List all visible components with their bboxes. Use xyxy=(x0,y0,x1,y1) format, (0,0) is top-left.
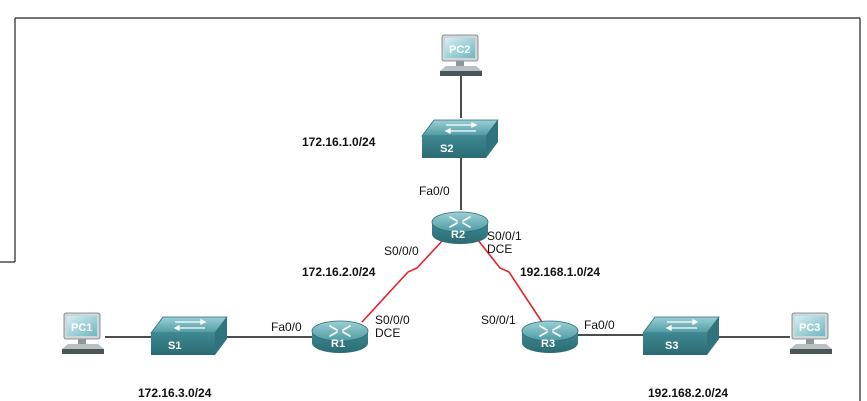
network-label-r1-r2: 172.16.2.0/24 xyxy=(302,265,376,279)
network-label-s2-lan: 172.16.1.0/24 xyxy=(302,135,376,149)
interface-label-r3-fa00: Fa0/0 xyxy=(584,318,615,332)
router-r3[interactable]: R3 xyxy=(521,320,579,354)
interface-label-r1-s000: S0/0/0 xyxy=(375,313,410,327)
s3-switch-icon xyxy=(642,316,720,356)
r3-label: R3 xyxy=(541,338,555,350)
switch-s3[interactable]: S3 xyxy=(642,316,720,356)
pc3-label: PC3 xyxy=(799,322,820,334)
network-label-s1-lan: 172.16.3.0/24 xyxy=(138,386,212,400)
pc1-label: PC1 xyxy=(71,322,92,334)
serial-link-r2-r3 xyxy=(477,239,543,323)
r1-label: R1 xyxy=(331,338,345,350)
pc3[interactable]: PC3 xyxy=(789,312,833,355)
s1-switch-icon xyxy=(150,316,228,356)
router-r1[interactable]: R1 xyxy=(311,320,369,354)
switch-s1[interactable]: S1 xyxy=(150,316,228,356)
s1-label: S1 xyxy=(168,340,181,352)
interface-label-r3-s001: S0/0/1 xyxy=(481,313,516,327)
interface-label-r2-s000: S0/0/0 xyxy=(384,244,419,258)
pc2-label: PC2 xyxy=(449,44,470,56)
interface-label-r2-dce: DCE xyxy=(487,242,512,256)
network-label-s3-lan: 192.168.2.0/24 xyxy=(648,386,728,400)
interface-label-r1-fa00: Fa0/0 xyxy=(271,320,302,334)
s3-label: S3 xyxy=(665,340,678,352)
s2-switch-icon xyxy=(421,119,499,159)
pc1[interactable]: PC1 xyxy=(61,312,105,355)
switch-s2[interactable]: S2 xyxy=(421,119,499,159)
interface-label-r2-s001: S0/0/1 xyxy=(487,229,522,243)
serial-link-r1-r2 xyxy=(361,239,444,323)
pc2[interactable]: PC2 xyxy=(439,34,483,77)
r2-label: R2 xyxy=(451,229,465,241)
router-r2[interactable]: R2 xyxy=(431,211,489,245)
network-label-r2-r3: 192.168.1.0/24 xyxy=(520,265,600,279)
ethernet-links xyxy=(105,75,790,338)
interface-label-r1-dce: DCE xyxy=(375,326,400,340)
interface-label-r2-fa00: Fa0/0 xyxy=(419,184,450,198)
s2-label: S2 xyxy=(440,143,453,155)
